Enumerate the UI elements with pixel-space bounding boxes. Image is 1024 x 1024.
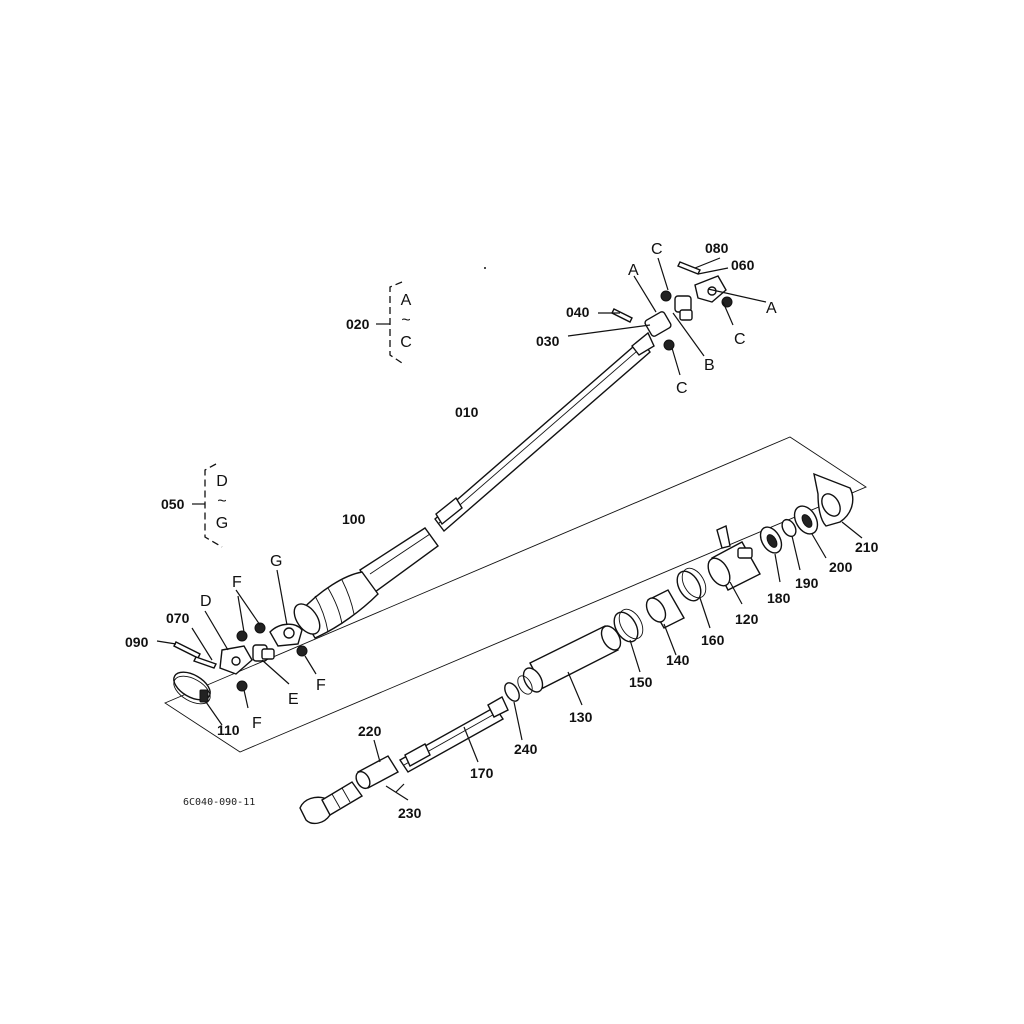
label-020: 020 <box>346 316 370 332</box>
letter-c-right: C <box>734 331 746 348</box>
bearing-180 <box>759 526 783 583</box>
sleeve-220 <box>355 739 409 801</box>
letter-b: B <box>704 357 715 374</box>
o-ring-240 <box>504 682 523 741</box>
letter-c-bottom: C <box>676 380 688 397</box>
end-yoke <box>299 781 364 825</box>
label-060: 060 <box>731 257 755 273</box>
label-180: 180 <box>767 590 791 606</box>
range-upper-from: A <box>401 292 412 309</box>
housing-120 <box>707 525 761 605</box>
cover-210 <box>813 472 863 539</box>
label-040: 040 <box>566 304 590 320</box>
range-upper-to: C <box>400 334 412 351</box>
shaft-tube-100 <box>293 527 439 639</box>
label-160: 160 <box>701 632 725 648</box>
letter-e: E <box>288 691 299 708</box>
label-170: 170 <box>470 765 494 781</box>
label-200: 200 <box>829 559 853 575</box>
label-080: 080 <box>705 240 729 256</box>
range-upper-tilde: ~ <box>401 312 410 329</box>
label-240: 240 <box>514 741 538 757</box>
range-lower-to: G <box>216 515 228 532</box>
washer-200 <box>793 505 827 559</box>
letter-a-right: A <box>766 300 777 317</box>
range-lower-from: D <box>216 473 228 490</box>
letter-a-left: A <box>628 262 639 279</box>
label-150: 150 <box>629 674 653 690</box>
label-130: 130 <box>569 709 593 725</box>
label-140: 140 <box>666 652 690 668</box>
shaft-170 <box>398 696 509 773</box>
tube-130 <box>517 625 622 706</box>
label-110: 110 <box>217 722 240 738</box>
label-190: 190 <box>795 575 819 591</box>
label-210: 210 <box>855 539 879 555</box>
label-220: 220 <box>358 723 382 739</box>
bracket-upper <box>389 281 406 366</box>
clamp-160 <box>676 567 711 629</box>
label-030: 030 <box>536 333 560 349</box>
letter-g: G <box>270 553 282 570</box>
clamp-150 <box>613 608 644 673</box>
drive-shaft-010 <box>434 331 655 533</box>
letter-c-top: C <box>651 241 663 258</box>
label-120: 120 <box>735 611 759 627</box>
label-100: 100 <box>342 511 366 527</box>
label-050: 050 <box>161 496 185 512</box>
nut-190 <box>781 518 801 571</box>
lower-joint <box>156 569 317 709</box>
label-070: 070 <box>166 610 190 626</box>
group-outline <box>164 436 867 753</box>
range-lower-tilde: ~ <box>217 493 226 510</box>
letter-f-bottom: F <box>252 715 262 732</box>
label-230: 230 <box>398 805 422 821</box>
drawing-code: 6C040-090-11 <box>183 797 255 808</box>
letter-f-right: F <box>316 677 326 694</box>
letter-f-top: F <box>232 574 242 591</box>
stray-dot <box>484 267 486 269</box>
upper-joint <box>567 257 767 376</box>
boot-140 <box>645 589 685 656</box>
label-010: 010 <box>455 404 479 420</box>
label-090: 090 <box>125 634 149 650</box>
hose-clamp-110 <box>173 671 223 726</box>
letter-d: D <box>200 593 212 610</box>
